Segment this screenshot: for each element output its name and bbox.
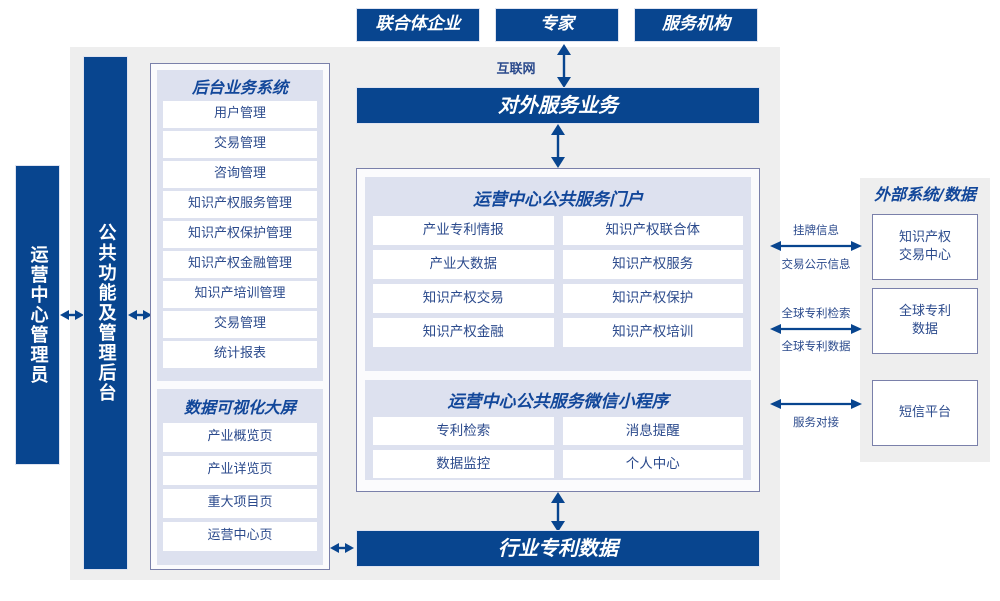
admin-to-column-arrow-icon [60, 303, 84, 327]
external-box-sms-platform[interactable]: 短信平台 [872, 380, 978, 446]
miniprogram-group: 运营中心公共服务微信小程序 专利检索 消息提醒 数据监控 个人中心 [365, 380, 751, 480]
backend-group-dataviz-title: 数据可视化大屏 [183, 398, 296, 417]
portal-item-1[interactable]: 知识产权联合体 [562, 216, 743, 245]
external-box-global-patent[interactable]: 全球专利 数据 [872, 288, 978, 354]
backend-container: 后台业务系统 用户管理 交易管理 咨询管理 知识产权服务管理 知识产权保护管理 … [150, 63, 330, 570]
external-link-0-arrow-icon [770, 238, 862, 254]
portal-item-2[interactable]: 产业大数据 [373, 250, 554, 279]
external-link-2-arrow-icon [770, 396, 862, 412]
miniprogram-item-3[interactable]: 个人中心 [562, 450, 743, 478]
backend-group-dataviz: 数据可视化大屏 产业概览页 产业详览页 重大项目页 运营中心页 [157, 389, 323, 565]
backend-item-6[interactable]: 知识产培训管理 [163, 281, 317, 308]
portal-item-5[interactable]: 知识产权保护 [562, 284, 743, 313]
external-service-bar[interactable]: 对外服务业务 [356, 87, 760, 124]
backend-group-business-title: 后台业务系统 [191, 78, 288, 97]
portal-group: 运营中心公共服务门户 产业专利情报 知识产权联合体 产业大数据 知识产权服务 知… [365, 177, 751, 371]
backend-item-3[interactable]: 知识产权服务管理 [163, 191, 317, 218]
left-actor-operations-admin[interactable]: 运营中心管理员 [15, 165, 60, 465]
portal-item-6[interactable]: 知识产权金融 [373, 318, 554, 347]
internet-link-label: 互联网 [496, 61, 536, 77]
external-box-global-patent-label: 全球专利 数据 [898, 304, 951, 337]
miniprogram-title: 运营中心公共服务微信小程序 [447, 391, 669, 412]
dataviz-item-0[interactable]: 产业概览页 [163, 423, 317, 452]
top-actor-box-2[interactable]: 服务机构 [634, 8, 758, 42]
dataviz-item-2[interactable]: 重大项目页 [163, 489, 317, 518]
admin-backend-column[interactable]: 公共功能及管理后台 [83, 56, 128, 570]
portal-container: 运营中心公共服务门户 产业专利情报 知识产权联合体 产业大数据 知识产权服务 知… [356, 168, 760, 492]
external-systems-title: 外部系统/数据 [874, 185, 976, 204]
dataviz-item-1[interactable]: 产业详览页 [163, 456, 317, 485]
backend-item-2[interactable]: 咨询管理 [163, 161, 317, 188]
backend-item-7[interactable]: 交易管理 [163, 311, 317, 338]
top-actor-box-1[interactable]: 专家 [495, 8, 619, 42]
external-box-sms-platform-label: 短信平台 [898, 405, 951, 421]
backend-item-4[interactable]: 知识产权保护管理 [163, 221, 317, 248]
portal-item-3[interactable]: 知识产权服务 [562, 250, 743, 279]
top-actor-box-0[interactable]: 联合体企业 [356, 8, 480, 42]
backend-item-8[interactable]: 统计报表 [163, 341, 317, 368]
portal-item-7[interactable]: 知识产权培训 [562, 318, 743, 347]
service-to-portal-arrow-icon [546, 124, 570, 168]
portal-item-4[interactable]: 知识产权交易 [373, 284, 554, 313]
column-to-backend-arrow-icon [128, 303, 152, 327]
backend-item-0[interactable]: 用户管理 [163, 101, 317, 128]
dataviz-item-3[interactable]: 运营中心页 [163, 522, 317, 551]
external-link-2-label-below: 服务对接 [793, 415, 839, 429]
miniprogram-item-2[interactable]: 数据监控 [373, 450, 554, 478]
portal-item-0[interactable]: 产业专利情报 [373, 216, 554, 245]
backend-item-5[interactable]: 知识产权金融管理 [163, 251, 317, 278]
backend-group-business: 后台业务系统 用户管理 交易管理 咨询管理 知识产权服务管理 知识产权保护管理 … [157, 70, 323, 381]
backend-to-bottom-arrow-icon [330, 536, 354, 560]
miniprogram-item-1[interactable]: 消息提醒 [562, 417, 743, 445]
backend-item-1[interactable]: 交易管理 [163, 131, 317, 158]
miniprogram-item-0[interactable]: 专利检索 [373, 417, 554, 445]
external-box-ip-exchange[interactable]: 知识产权 交易中心 [872, 214, 978, 280]
external-link-1-label-above: 全球专利检索 [781, 306, 851, 320]
external-link-0-label-below: 交易公示信息 [781, 257, 851, 271]
external-link-1-arrow-icon [770, 321, 862, 337]
portal-to-bottom-arrow-icon [546, 492, 570, 532]
internet-arrow-icon [552, 44, 576, 88]
portal-title: 运营中心公共服务门户 [473, 189, 643, 210]
bottom-industry-patent-bar[interactable]: 行业专利数据 [356, 530, 760, 567]
external-box-ip-exchange-label: 知识产权 交易中心 [898, 230, 951, 263]
external-link-1-label-below: 全球专利数据 [781, 339, 851, 353]
external-link-0-label-above: 挂牌信息 [793, 223, 839, 237]
